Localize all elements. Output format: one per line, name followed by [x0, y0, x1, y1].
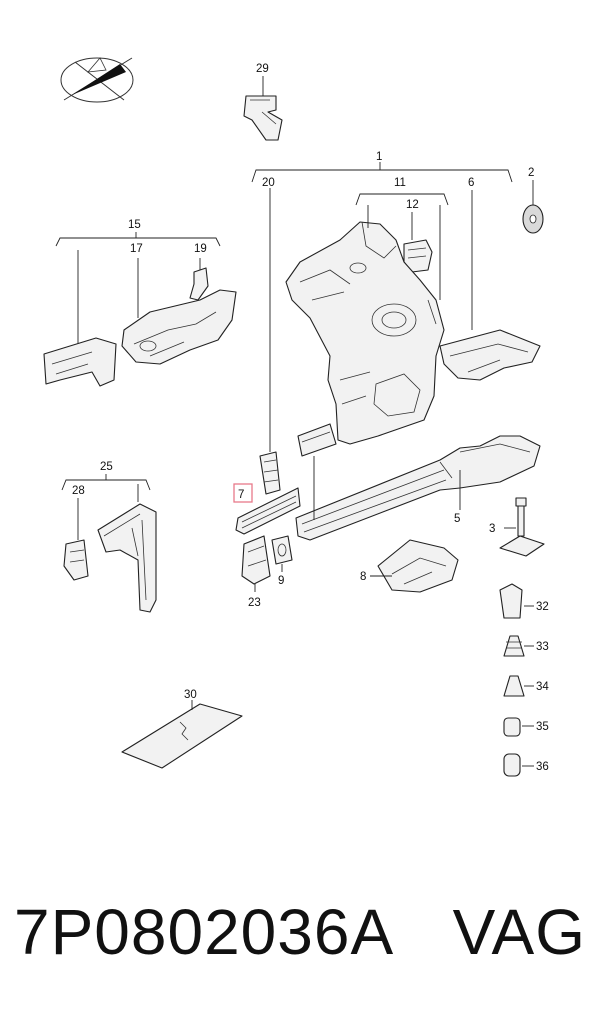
callout-33: 33 [536, 641, 549, 653]
footer: 7P0802036A VAG [0, 880, 600, 990]
group-bracket-11 [355, 193, 449, 206]
callout-1: 1 [376, 151, 382, 163]
callout-15: 15 [128, 219, 141, 231]
callout-2: 2 [528, 167, 534, 179]
part-30-pad[interactable] [121, 700, 243, 769]
callout-20: 20 [262, 177, 275, 189]
callout-35: 35 [536, 721, 549, 733]
part-34-rivet[interactable] [503, 675, 534, 697]
callout-17: 17 [130, 243, 143, 255]
callout-7: 7 [238, 489, 244, 501]
part-29-bracket[interactable] [243, 76, 283, 141]
part-inner-reinforcement[interactable] [297, 423, 337, 457]
part-5-sill[interactable] [295, 435, 541, 541]
orientation-icon [60, 57, 134, 103]
part-32-nut[interactable] [499, 583, 534, 619]
callout-25: 25 [100, 461, 113, 473]
part-19-bracket[interactable] [189, 267, 209, 301]
part-20-reinforcement[interactable] [259, 451, 281, 495]
brand-name: VAG [452, 896, 586, 968]
part-33-clip[interactable] [503, 635, 534, 657]
callout-30: 30 [184, 689, 197, 701]
part-25-pillar[interactable] [97, 503, 157, 613]
callout-8: 8 [360, 571, 366, 583]
part-17-support[interactable] [121, 289, 237, 365]
callout-23: 23 [248, 597, 261, 609]
part-8-tray[interactable] [370, 539, 459, 593]
group-bracket-25 [61, 474, 151, 491]
callout-11: 11 [394, 177, 406, 189]
callout-19: 19 [194, 243, 207, 255]
part-28-bracket[interactable] [63, 539, 89, 581]
part-36-cap-nut[interactable] [503, 753, 534, 777]
part-23-bracket[interactable] [241, 535, 271, 592]
part-3-bolt[interactable] [499, 497, 545, 557]
part-9-clip[interactable] [271, 535, 293, 572]
part-number: 7P0802036A [14, 896, 395, 968]
part-6-front-rail[interactable] [439, 329, 541, 381]
callout-29: 29 [256, 63, 269, 75]
callout-5: 5 [454, 513, 460, 525]
part-11-wheel-housing[interactable] [285, 205, 445, 445]
part-7-member[interactable] [235, 487, 301, 535]
part-2-washer[interactable] [522, 180, 544, 234]
callout-9: 9 [278, 575, 284, 587]
callout-3: 3 [489, 523, 495, 535]
callout-34: 34 [536, 681, 549, 693]
callout-36: 36 [536, 761, 549, 773]
part-35-cap-nut[interactable] [503, 717, 534, 737]
callout-32: 32 [536, 601, 549, 613]
group-bracket-1 [251, 162, 513, 183]
callout-28: 28 [72, 485, 85, 497]
group-bracket-15 [55, 232, 221, 247]
part-15-panel[interactable] [43, 337, 117, 387]
parts-diagram: 29 1 2 11 12 6 [43, 57, 549, 777]
callout-12: 12 [406, 199, 419, 211]
callout-7-highlight [233, 483, 253, 503]
callout-6: 6 [468, 177, 474, 189]
